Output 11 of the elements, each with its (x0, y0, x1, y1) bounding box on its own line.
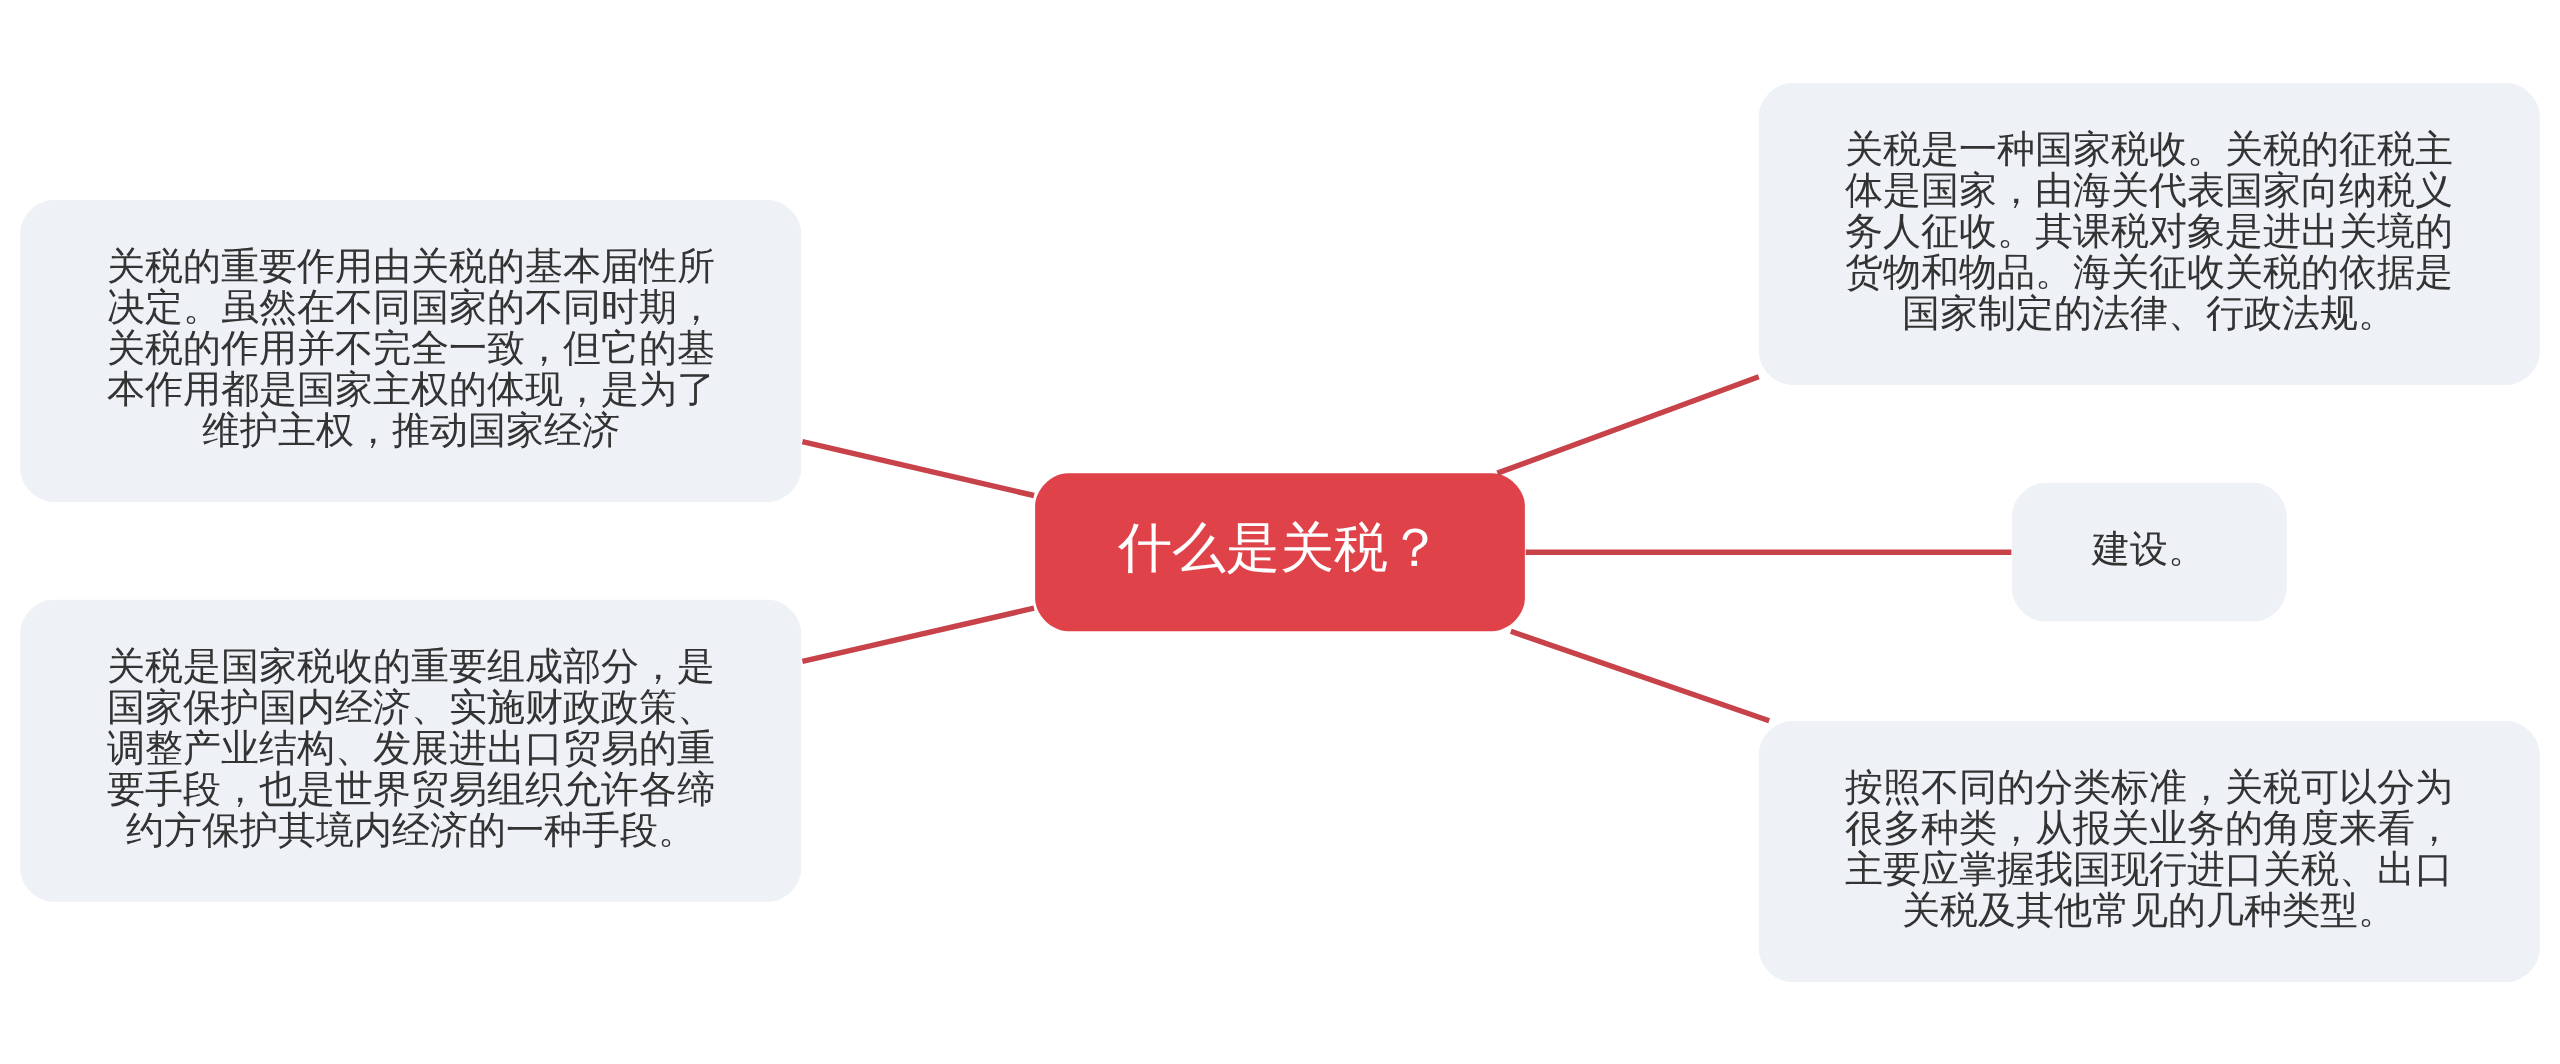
node-box: 什么是关税？ (1035, 472, 1525, 631)
connector (801, 438, 1035, 498)
connector (1496, 373, 1760, 476)
connector (1509, 628, 1771, 723)
node-box: 建设。 (2011, 482, 2287, 622)
connector (801, 605, 1035, 664)
node-box: 按照不同的分类标准，关税可以分为很多种类，从报关业务的角度来看，主要应掌握我国现行进口关税、出口关税及其他常见的几种类型。 (1758, 720, 2540, 982)
node-box: 关税是国家税收的重要组成部分，是国家保护国内经济、实施财政政策、调整产业结构、发展进出口贸易的重要手段，也是世界贸易组织允许各缔约方保护其境内经济的一种手段。 (20, 599, 802, 902)
node-box: 关税的重要作用由关税的基本届性所决定。虽然在不同国家的不同时期，关税的作用并不完全一致，但它的基本作用都是国家主权的体现，是为了维护主权，推动国家经济 (20, 199, 802, 502)
node-box: 关税是一种国家税收。关税的征税主体是国家，由海关代表国家向纳税义务人征收。其课税对象是进出关境的货物和物品。海关征收关税的依据是国家制定的法律、行政法规。 (1758, 82, 2540, 385)
connector (1525, 549, 2012, 555)
